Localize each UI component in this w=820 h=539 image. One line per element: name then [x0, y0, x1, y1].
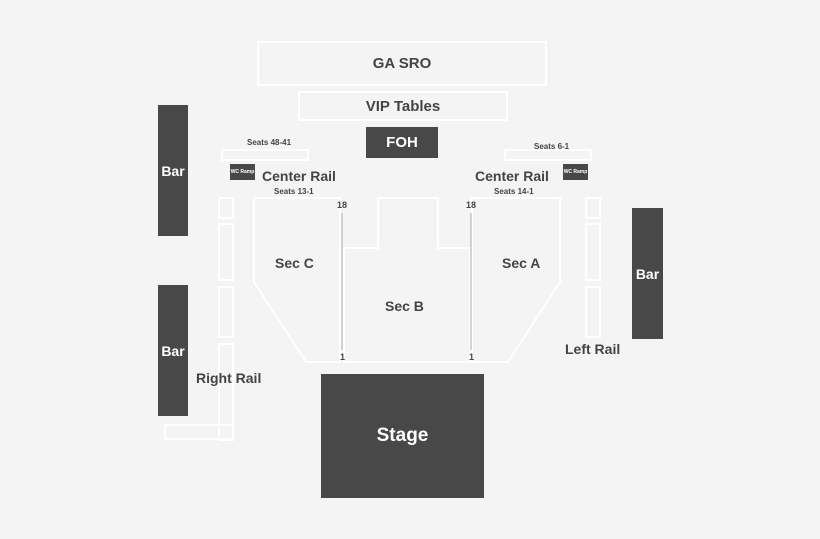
sec-a-label[interactable]: Sec A [502, 255, 541, 271]
row-number-top-right: 18 [466, 200, 477, 210]
sec-a-outline [471, 197, 561, 363]
row-number-bottom-left: 1 [340, 352, 346, 362]
wc-ramp-left-icon: WC Ramp [230, 164, 255, 180]
ga-sro-zone[interactable]: GA SRO [257, 41, 547, 86]
center-rail-right-outline [504, 149, 592, 161]
left-rail-label[interactable]: Left Rail [565, 341, 621, 357]
right-rail-segment-1 [218, 197, 234, 219]
bar-label: Bar [161, 162, 185, 179]
right-rail-label[interactable]: Right Rail [196, 370, 262, 386]
foh-zone[interactable]: FOH [366, 127, 438, 158]
row-number-bottom-right: 1 [469, 352, 475, 362]
right-rail-base [164, 424, 234, 440]
wc-ramp-label: WC Ramp [230, 169, 255, 175]
sec-c-outline [253, 197, 341, 363]
ga-sro-label: GA SRO [372, 55, 432, 72]
bar-zone-left-top[interactable]: Bar [158, 105, 188, 236]
left-rail-segment-2 [585, 223, 601, 281]
seats-13-1-label: Seats 13-1 [274, 187, 314, 196]
stage-zone: Stage [321, 374, 484, 498]
right-rail-segment-2 [218, 223, 234, 281]
vip-tables-label: VIP Tables [365, 97, 441, 115]
foh-label: FOH [386, 134, 418, 151]
seats-6-1-label: Seats 6-1 [534, 142, 570, 151]
sec-b-outline [343, 197, 471, 363]
seats-48-41-label: Seats 48-41 [247, 138, 292, 147]
left-rail-segment-1 [585, 197, 601, 219]
left-rail-segment-3 [585, 286, 601, 338]
bar-zone-left-bottom[interactable]: Bar [158, 285, 188, 416]
sec-c-label[interactable]: Sec C [275, 255, 314, 271]
right-rail-segment-3 [218, 286, 234, 338]
seats-14-1-label: Seats 14-1 [494, 187, 534, 196]
center-rail-right-label[interactable]: Center Rail [475, 168, 549, 184]
center-rail-left-label[interactable]: Center Rail [262, 168, 336, 184]
wc-ramp-right-icon: WC Ramp [563, 164, 588, 180]
bar-zone-right[interactable]: Bar [632, 208, 663, 339]
stage-label: Stage [376, 425, 429, 446]
vip-tables-zone[interactable]: VIP Tables [298, 91, 508, 121]
row-number-top-left: 18 [337, 200, 348, 210]
sec-b-label[interactable]: Sec B [385, 298, 424, 314]
bar-label: Bar [635, 265, 660, 282]
bar-label: Bar [161, 342, 185, 359]
center-rail-left-outline [221, 149, 309, 161]
wc-ramp-label: WC Ramp [563, 169, 588, 175]
